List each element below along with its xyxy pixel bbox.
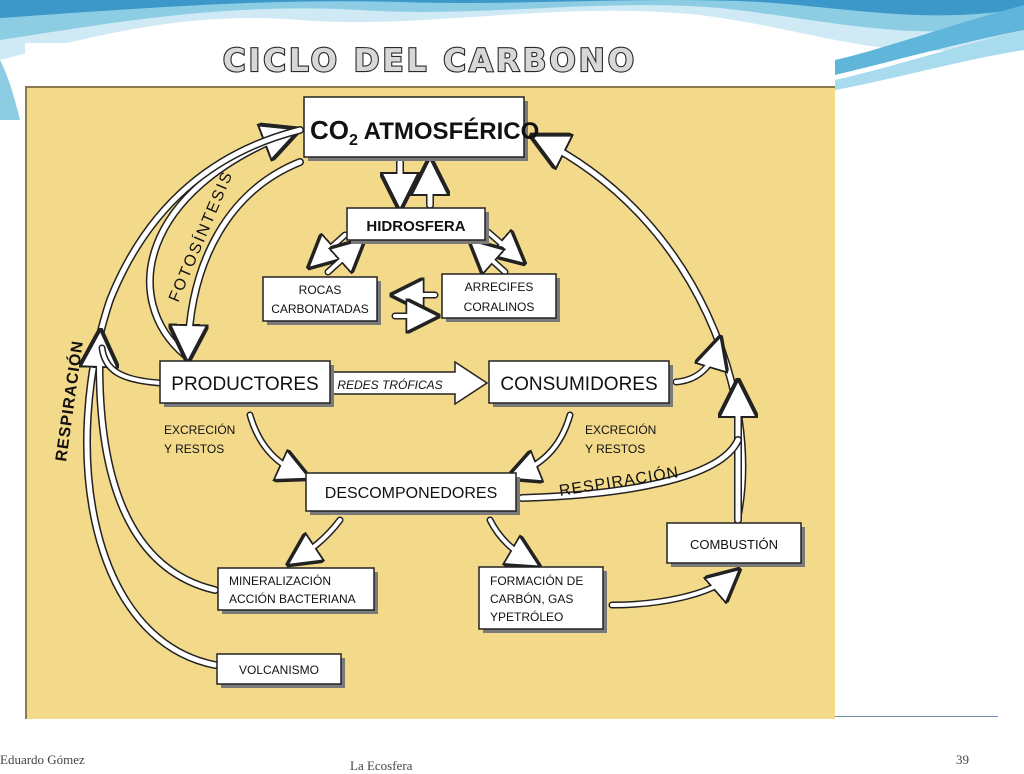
box-mineralizacion: MINERALIZACIÓN ACCIÓN BACTERIANA — [217, 567, 378, 614]
consumidores-label: CONSUMIDORES — [500, 374, 657, 395]
label-respiracion-left: RESPIRACIÓN — [51, 339, 87, 463]
arrow-excrecion-right — [515, 411, 574, 475]
box-formacion: FORMACIÓN DE CARBÓN, GAS YPETRÓLEO — [478, 566, 607, 633]
label-redes-troficas: REDES TRÓFICAS — [337, 377, 442, 392]
footer-page-number: 39 — [956, 752, 969, 767]
box-co2: CO2 ATMOSFÉRICO — [303, 96, 539, 161]
arrow-excrecion-left — [246, 411, 302, 475]
label-excrecion-right-1: EXCRECIÓN — [585, 422, 656, 437]
box-consumidores: CONSUMIDORES — [488, 360, 673, 407]
footer-topic: La Ecosfera — [350, 758, 413, 773]
co2-label: CO — [310, 115, 349, 145]
co2-subscript: 2 — [349, 132, 358, 149]
redes-troficas-arrow: REDES TRÓFICAS — [332, 360, 489, 406]
arrecifes-line1: ARRECIFES — [465, 280, 534, 294]
rocas-line2: CARBONATADAS — [271, 302, 369, 316]
productores-label: PRODUCTORES — [171, 374, 318, 395]
label-excrecion-right-2: Y RESTOS — [585, 442, 645, 456]
box-productores: PRODUCTORES — [159, 360, 334, 407]
box-rocas: ROCAS CARBONATADAS — [262, 276, 381, 325]
arrecifes-line2: CORALINOS — [464, 300, 535, 314]
footer-divider — [835, 716, 998, 717]
svg-text:CO2 ATMOSFÉRICO: CO2 ATMOSFÉRICO — [310, 115, 539, 149]
carbon-line2: CARBÓN, GAS — [490, 591, 573, 606]
descomponedores-label: DESCOMPONEDORES — [325, 485, 497, 502]
carbon-line1: FORMACIÓN DE — [490, 573, 583, 588]
mineral-line1: MINERALIZACIÓN — [229, 573, 331, 588]
box-volcanismo: VOLCANISMO — [216, 653, 345, 688]
volcanismo-label: VOLCANISMO — [239, 663, 319, 677]
box-hidrosfera: HIDROSFERA — [346, 207, 489, 244]
mineral-line2: ACCIÓN BACTERIANA — [229, 591, 356, 606]
box-descomponedores: DESCOMPONEDORES — [305, 472, 520, 515]
box-combustion: COMBUSTIÓN — [666, 522, 805, 567]
hidrosfera-label: HIDROSFERA — [366, 218, 465, 235]
label-excrecion-left-1: EXCRECIÓN — [164, 422, 235, 437]
footer-author: Eduardo Gómez — [0, 752, 85, 767]
flow-arrows — [87, 130, 742, 669]
label-excrecion-left-2: Y RESTOS — [164, 442, 224, 456]
box-arrecifes: ARRECIFES CORALINOS — [441, 273, 560, 322]
rocas-line1: ROCAS — [299, 283, 342, 297]
carbon-line3: YPETRÓLEO — [490, 609, 563, 624]
co2-atmosferico: ATMOSFÉRICO — [358, 117, 539, 145]
combustion-label: COMBUSTIÓN — [690, 537, 778, 552]
diagram-title: CICLO DEL CARBONO — [223, 43, 637, 79]
